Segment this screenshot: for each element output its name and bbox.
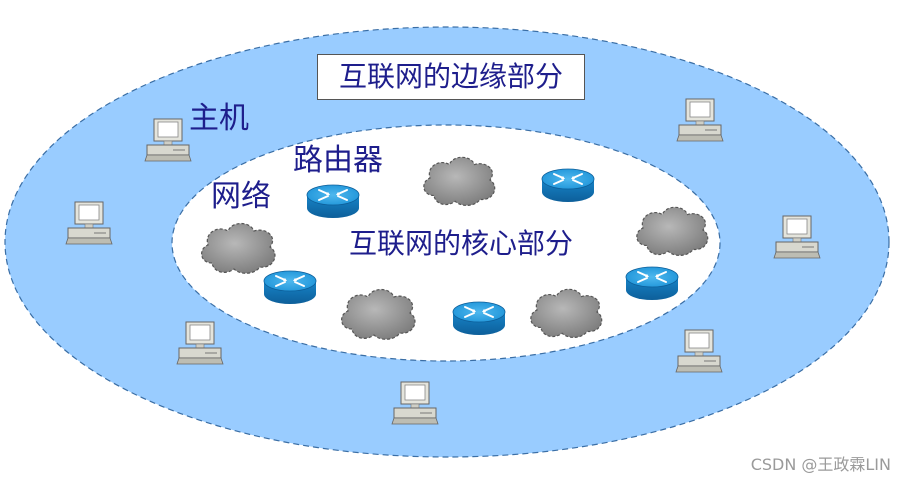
- network-cloud: [530, 288, 603, 339]
- network-label: 网络: [211, 179, 271, 214]
- router-icon: [306, 184, 360, 219]
- router-label: 路由器: [293, 143, 383, 178]
- router-icon: [625, 266, 679, 301]
- network-cloud: [340, 288, 416, 340]
- router-icon: [452, 301, 506, 336]
- router-icon: [263, 270, 317, 305]
- router-icon: [541, 168, 595, 203]
- network-cloud: [200, 222, 276, 274]
- network-cloud: [636, 206, 709, 257]
- edge-title: 互联网的边缘部分: [317, 54, 585, 100]
- core-title: 互联网的核心部分: [349, 227, 574, 260]
- host-label: 主机: [189, 101, 249, 136]
- watermark: CSDN @王政霖LIN: [750, 455, 891, 474]
- network-cloud: [423, 156, 496, 206]
